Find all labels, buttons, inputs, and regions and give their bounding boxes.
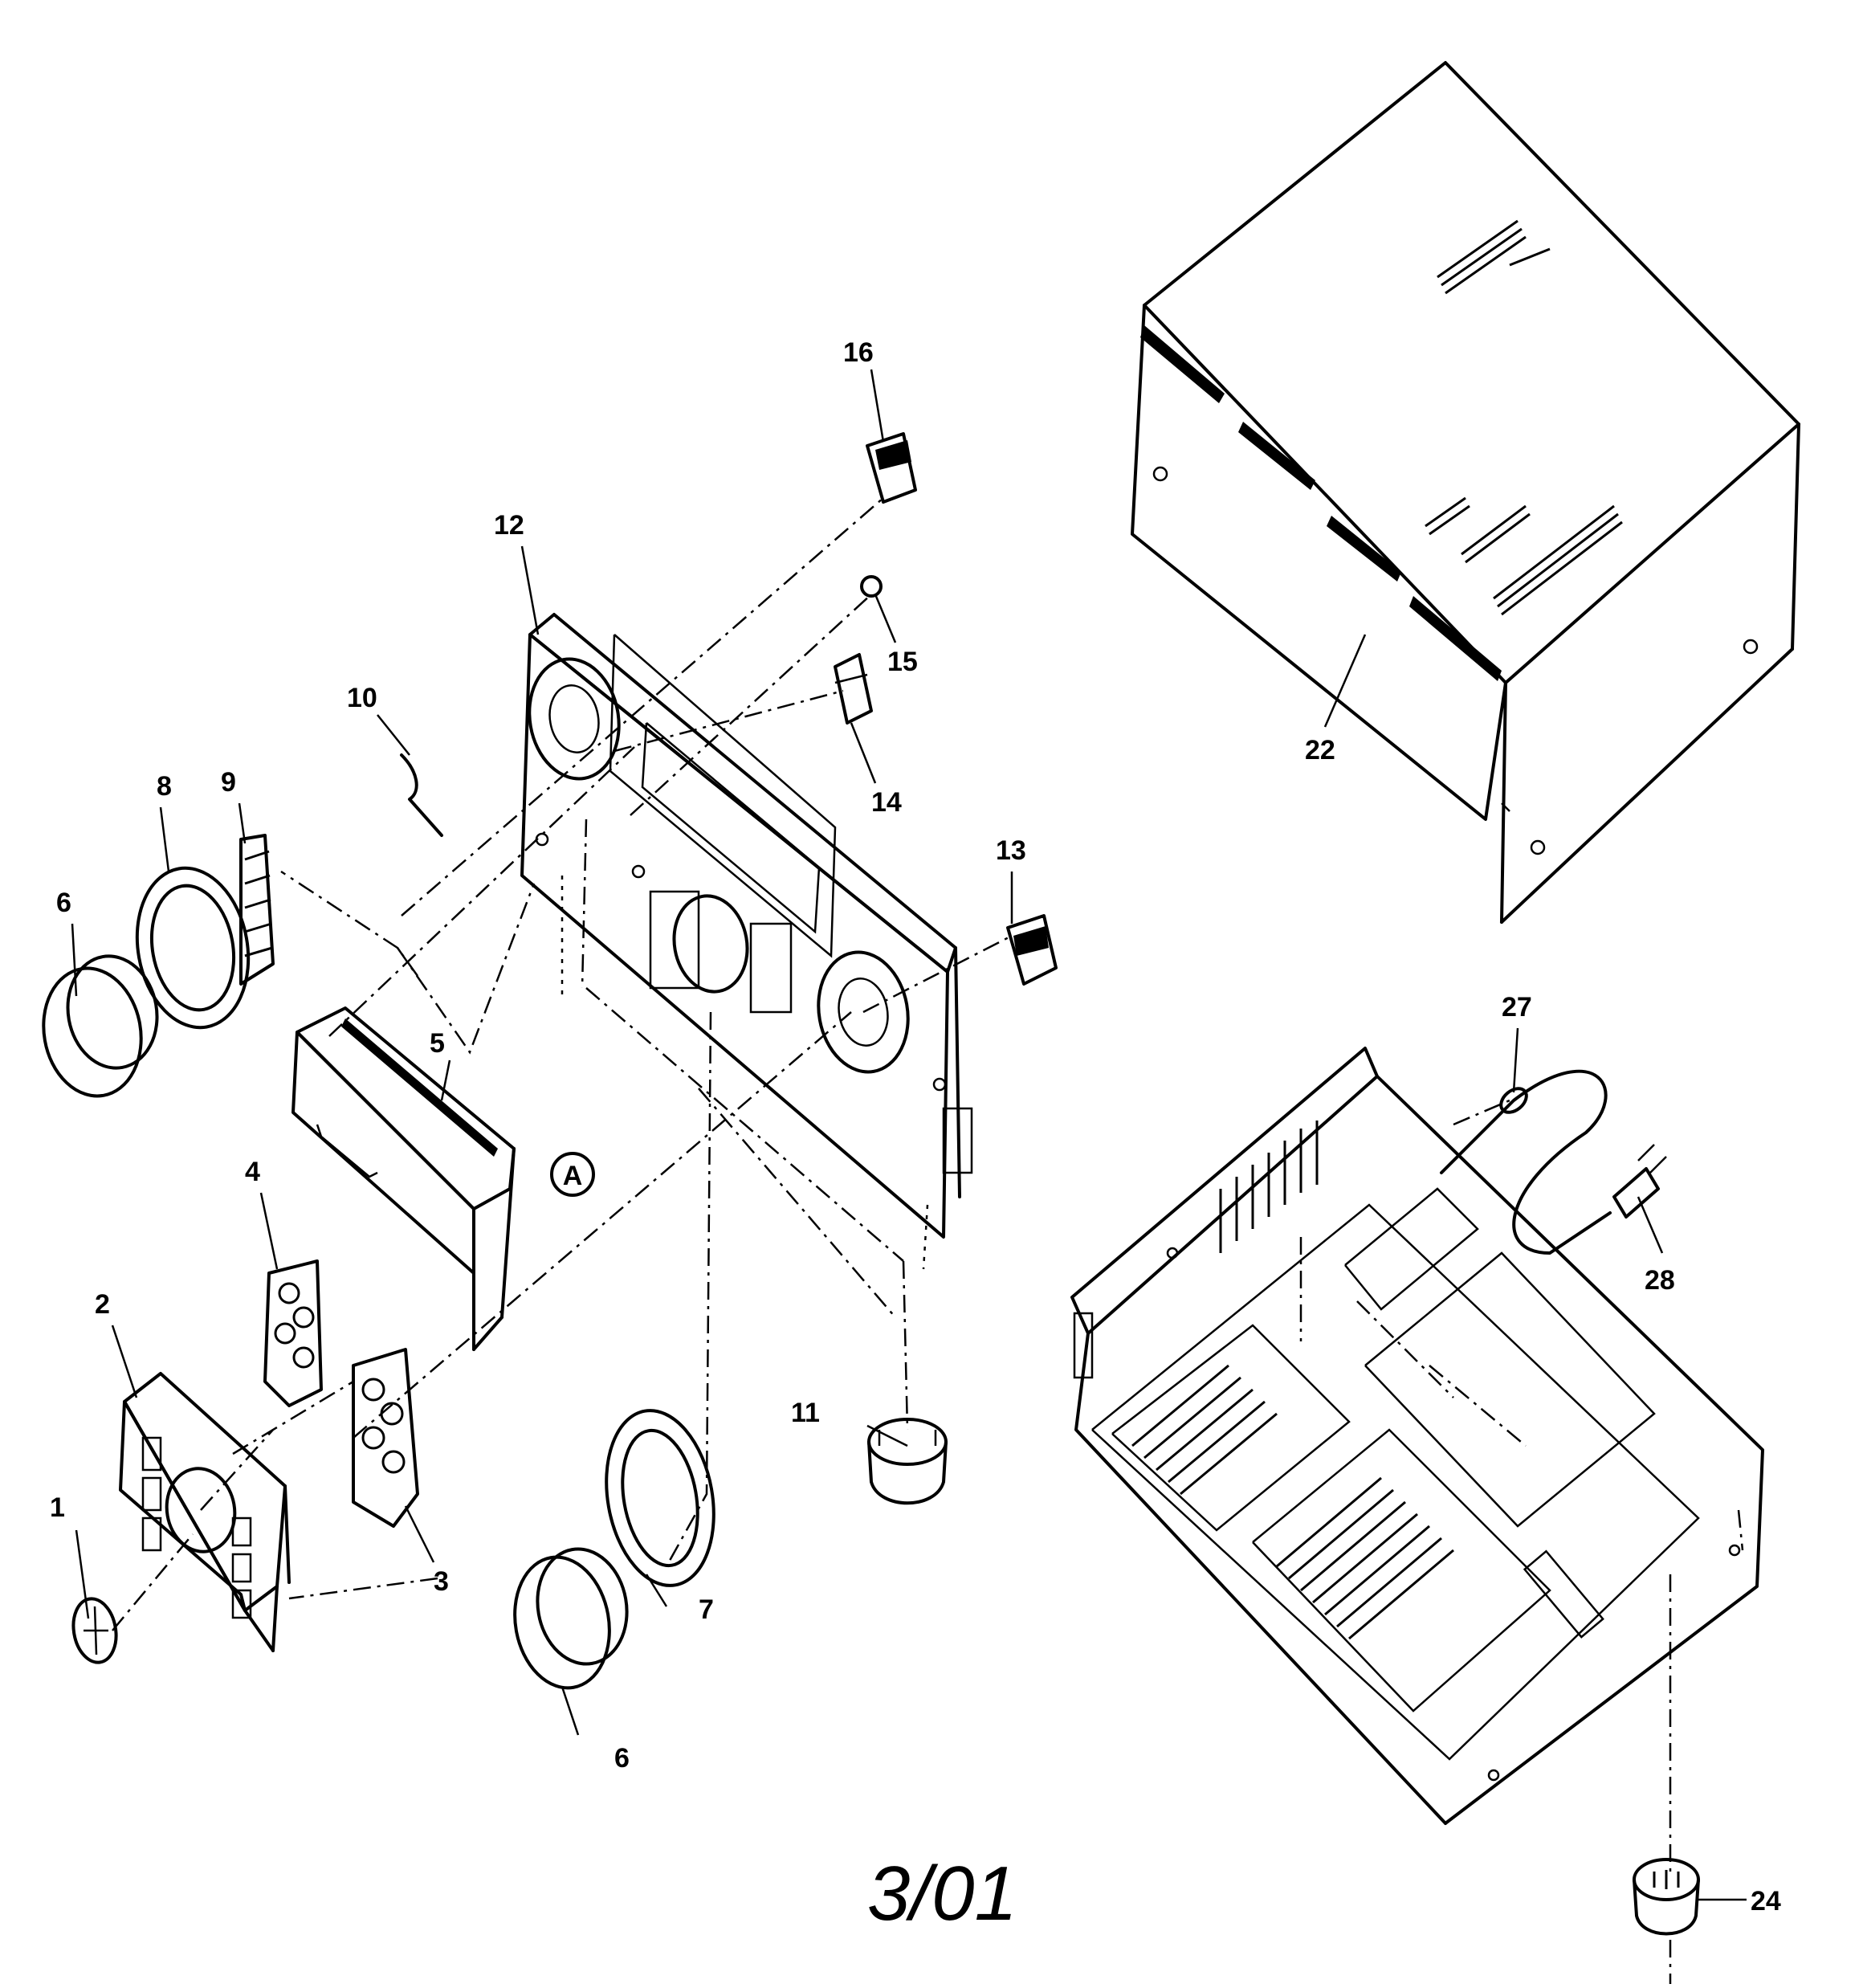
lens-9 xyxy=(239,834,275,986)
callout-22: 22 xyxy=(1305,735,1335,765)
front-panel-chassis xyxy=(520,613,973,1239)
bracket-14 xyxy=(834,653,873,725)
callout-1: 1 xyxy=(50,1492,65,1523)
callout-2: 2 xyxy=(95,1289,110,1320)
callout-16: 16 xyxy=(843,337,874,368)
callout-27: 27 xyxy=(1502,992,1532,1023)
power-cord xyxy=(1440,1069,1667,1255)
knob-6-upper xyxy=(42,954,159,1098)
callout-labels: 1 2 3 4 5 6 6 7 8 9 10 11 12 13 14 15 16… xyxy=(50,337,1781,1917)
chassis xyxy=(1070,1047,1764,1825)
callout-14: 14 xyxy=(871,787,902,818)
ring-8 xyxy=(135,866,251,1030)
callout-3: 3 xyxy=(434,1566,449,1597)
leader-lines xyxy=(71,369,1747,1984)
callout-28: 28 xyxy=(1645,1265,1675,1296)
reference-marker-a: A xyxy=(550,1152,595,1197)
display-window xyxy=(291,1006,516,1351)
callout-12: 12 xyxy=(494,510,524,541)
callout-8: 8 xyxy=(157,771,172,802)
callout-15: 15 xyxy=(887,647,918,677)
callout-7: 7 xyxy=(699,1594,714,1625)
callout-6-upper: 6 xyxy=(56,888,71,918)
callout-6-lower: 6 xyxy=(614,1743,630,1774)
foot-11 xyxy=(867,1418,948,1505)
spring-10 xyxy=(400,753,443,837)
callout-11: 11 xyxy=(791,1398,820,1428)
callout-24: 24 xyxy=(1751,1886,1781,1917)
bracket-16 xyxy=(866,432,917,504)
ring-7 xyxy=(605,1409,715,1587)
key-board-3 xyxy=(352,1348,419,1528)
foot-24 xyxy=(1633,1858,1700,1936)
front-panel-face xyxy=(119,1372,291,1652)
callout-4: 4 xyxy=(245,1157,260,1187)
callout-5: 5 xyxy=(430,1028,445,1059)
clip-15 xyxy=(860,575,883,598)
date-stamp: 3/01 xyxy=(867,1851,1017,1937)
reference-marker-label: A xyxy=(563,1161,583,1191)
key-board-4 xyxy=(263,1259,323,1407)
bracket-13 xyxy=(1006,914,1058,986)
callout-9: 9 xyxy=(221,767,236,798)
callout-13: 13 xyxy=(996,835,1026,866)
top-cover xyxy=(1131,61,1800,924)
callout-10: 10 xyxy=(347,683,377,713)
knob-6-lower xyxy=(513,1547,629,1690)
